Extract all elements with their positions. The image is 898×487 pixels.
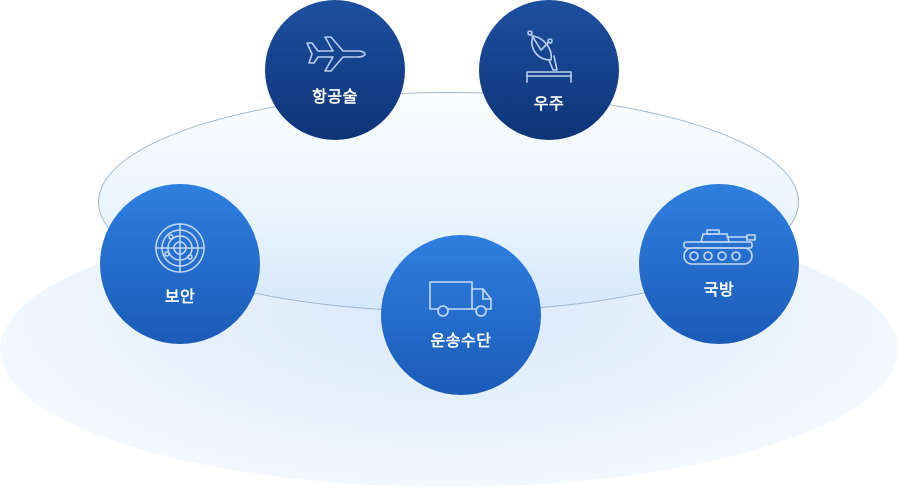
- node-security-label: 보안: [164, 287, 196, 306]
- airplane-icon: [306, 36, 366, 72]
- node-transport-label: 운송수단: [430, 331, 492, 350]
- tank-icon: [683, 229, 756, 265]
- node-space: 우주: [479, 0, 619, 140]
- radar-icon: [155, 223, 205, 273]
- satellite-dish-icon: [526, 30, 572, 83]
- node-aerospace-label: 항공술: [312, 87, 358, 106]
- node-transport: 운송수단: [381, 235, 541, 395]
- node-space-label: 우주: [533, 94, 565, 113]
- node-defense: 국방: [639, 184, 799, 344]
- node-defense-label: 국방: [703, 280, 735, 299]
- truck-icon: [429, 281, 492, 317]
- node-aerospace: 항공술: [265, 0, 405, 140]
- node-security: 보안: [100, 184, 260, 344]
